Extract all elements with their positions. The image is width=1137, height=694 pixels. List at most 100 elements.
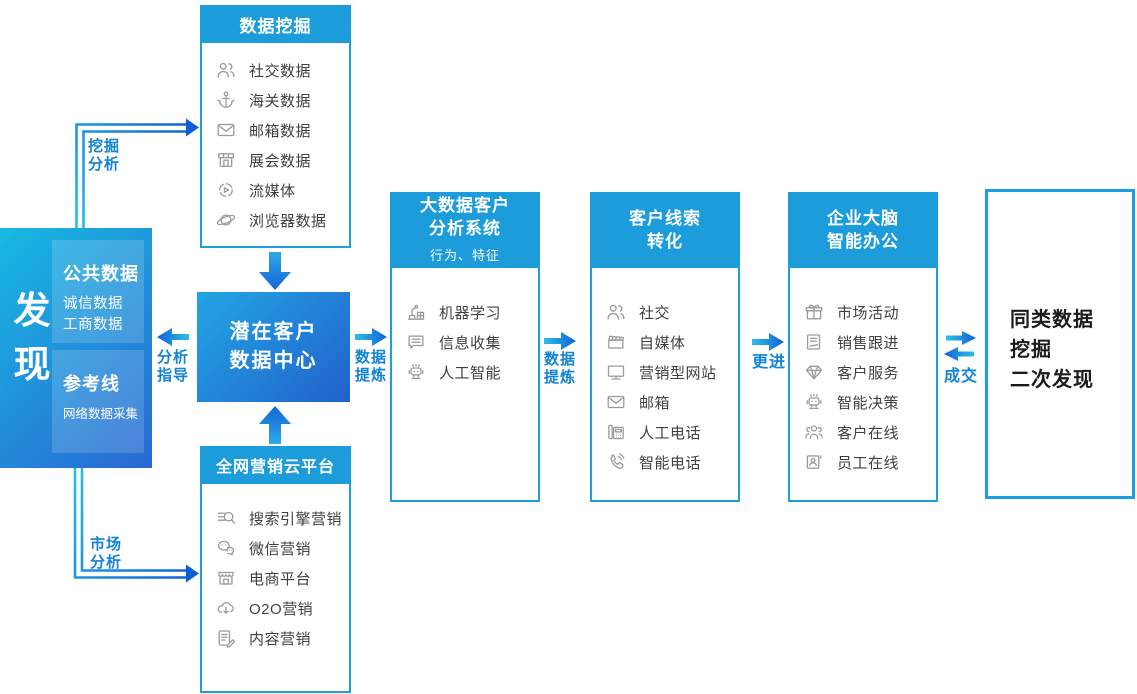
- enterprise-brain-header: 企业大脑 智能办公: [788, 192, 938, 268]
- header-line: 智能办公: [827, 232, 899, 251]
- monitor-icon: [605, 361, 627, 383]
- rediscovery-text: 同类数据 挖掘 二次发现: [988, 192, 1132, 395]
- list-item: 邮箱数据: [202, 115, 349, 145]
- chat-collect-icon: [405, 331, 427, 353]
- robot-icon: [803, 391, 825, 413]
- analysis-system-subtitle: 行为、特征: [429, 247, 500, 263]
- booth-icon: [215, 149, 237, 171]
- down-arrow-icon: [259, 252, 291, 290]
- header-line: 转化: [647, 232, 683, 251]
- left-arrow-icon: [157, 328, 189, 346]
- list-item: 搜索引擎营销: [202, 503, 349, 533]
- reference-panel: 参考线 网络数据采集: [52, 350, 144, 453]
- data-refine-label: 数据 提炼: [354, 349, 387, 384]
- analysis-system-header: 大数据客户 分析系统 行为、特征: [390, 192, 540, 268]
- deal-left-arrow-icon: [944, 347, 974, 361]
- lead-conversion-box: 客户线索 转化 社交 自媒体 营销型网站: [590, 192, 740, 502]
- discover-title: 发现 发 现: [13, 290, 51, 385]
- marketing-cloud-header: 全网营销云平台: [200, 446, 351, 484]
- list-item: 人工电话: [592, 417, 738, 447]
- gift-icon: [803, 301, 825, 323]
- list-item: 信息收集: [392, 327, 538, 357]
- shop-icon: [215, 567, 237, 589]
- list-item: 海关数据: [202, 85, 349, 115]
- list-item: 人工智能: [392, 357, 538, 387]
- browser-icon: [215, 209, 237, 231]
- market-analysis-label: 市场 分析: [90, 536, 123, 571]
- group-icon: [803, 421, 825, 443]
- list-item: 电商平台: [202, 563, 349, 593]
- list-item: 展会数据: [202, 145, 349, 175]
- list-item: 浏览器数据: [202, 205, 349, 235]
- anchor-icon: [215, 89, 237, 111]
- list-item: 客户服务: [790, 357, 936, 387]
- list-item: 自媒体: [592, 327, 738, 357]
- smart-phone-icon: [605, 451, 627, 473]
- follow-up-label: 更进: [751, 354, 786, 371]
- enterprise-brain-list: 市场活动 销售跟进 客户服务 智能决策: [790, 268, 936, 477]
- desk-phone-icon: [605, 421, 627, 443]
- marketing-cloud-list: 搜索引擎营销 微信营销 电商平台 O2O营销: [202, 484, 349, 653]
- header-line: 客户线索: [629, 209, 701, 228]
- analysis-system-list: 机器学习 信息收集 人工智能: [392, 268, 538, 387]
- header-line: 大数据客户: [420, 195, 510, 215]
- data-mining-list: 社交数据 海关数据 邮箱数据 展会数据: [202, 43, 349, 235]
- discover-to-mining-connector: [75, 118, 199, 240]
- machine-learning-icon: [405, 301, 427, 323]
- right-arrow-icon: [544, 332, 576, 350]
- badge-icon: [803, 451, 825, 473]
- lead-conversion-list: 社交 自媒体 营销型网站 邮箱: [592, 268, 738, 477]
- list-item: 内容营销: [202, 623, 349, 653]
- list-item: 市场活动: [790, 297, 936, 327]
- rediscovery-box: 同类数据 挖掘 二次发现: [985, 189, 1135, 499]
- people-icon: [215, 59, 237, 81]
- list-item: 邮箱: [592, 387, 738, 417]
- deal-label: 成交: [943, 368, 978, 385]
- arrowhead-right-icon: [186, 118, 199, 137]
- stream-media-icon: [215, 179, 237, 201]
- arrowhead-right-icon: [186, 564, 199, 583]
- list-item: 智能决策: [790, 387, 936, 417]
- mail-icon: [215, 119, 237, 141]
- right-arrow-icon: [355, 328, 387, 346]
- up-arrow-icon: [259, 406, 291, 444]
- list-item: 社交: [592, 297, 738, 327]
- list-item: 微信营销: [202, 533, 349, 563]
- header-line: 企业大脑: [827, 209, 899, 228]
- data-center-box: 潜在客户 数据中心: [197, 292, 350, 402]
- list-item: 销售跟进: [790, 327, 936, 357]
- mail-icon: [605, 391, 627, 413]
- list-item: 机器学习: [392, 297, 538, 327]
- data-refine-label: 数据 提炼: [543, 351, 576, 386]
- sales-doc-icon: [803, 331, 825, 353]
- diamond-icon: [803, 361, 825, 383]
- list-item: O2O营销: [202, 593, 349, 623]
- analysis-guidance-label: 分析 指导: [156, 349, 189, 384]
- rediscovery-line: 挖掘: [1010, 339, 1052, 361]
- list-item: 营销型网站: [592, 357, 738, 387]
- header-line: 分析系统: [429, 218, 501, 238]
- clapper-icon: [605, 331, 627, 353]
- cloud-o2o-icon: [215, 597, 237, 619]
- panel-line: 参考线: [63, 374, 120, 394]
- panel-line: 公共数据: [63, 264, 139, 284]
- list-item: 社交数据: [202, 55, 349, 85]
- rediscovery-line: 二次发现: [1010, 369, 1094, 391]
- discover-box: 发现 发 现 公共数据 诚信数据 工商数据 参考线 网络数据采集: [0, 228, 152, 468]
- content-doc-icon: [215, 627, 237, 649]
- list-item: 员工在线: [790, 447, 936, 477]
- list-item: 客户在线: [790, 417, 936, 447]
- list-item: 流媒体: [202, 175, 349, 205]
- enterprise-brain-box: 企业大脑 智能办公 市场活动 销售跟进 客户服务: [788, 192, 938, 502]
- lead-conversion-header: 客户线索 转化: [590, 192, 740, 268]
- deal-right-arrow-icon: [946, 331, 976, 345]
- list-item: 智能电话: [592, 447, 738, 477]
- public-data-panel: 公共数据 诚信数据 工商数据: [52, 240, 144, 343]
- data-center-title-line: 数据中心: [229, 350, 318, 372]
- data-mining-header: 数据挖掘: [200, 5, 351, 43]
- wechat-icon: [215, 537, 237, 559]
- panel-line: 网络数据采集: [63, 407, 139, 421]
- right-arrow-icon: [752, 333, 784, 351]
- rediscovery-line: 同类数据: [1010, 309, 1094, 331]
- panel-line: 诚信数据: [63, 296, 123, 312]
